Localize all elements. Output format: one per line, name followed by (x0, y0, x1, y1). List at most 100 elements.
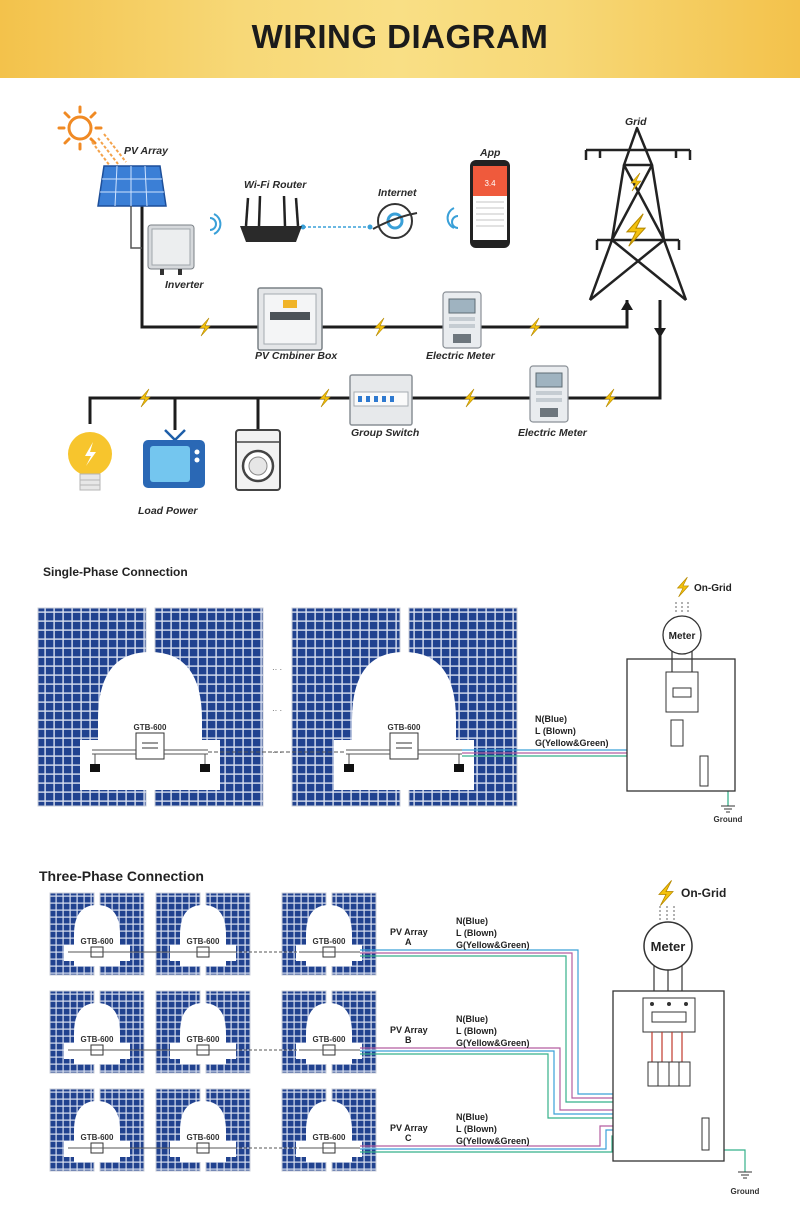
pv-array-b-wire-n: N(Blue) (456, 1014, 488, 1024)
ground-label: Ground (731, 1187, 760, 1196)
combiner-box-icon (257, 287, 323, 351)
ground-label: Ground (714, 815, 743, 824)
page-title: WIRING DIAGRAM (251, 18, 549, 55)
three-phase-section: Three-Phase Connection GTB- (39, 868, 760, 1196)
pv-array-a-wire-l: L (Blown) (456, 928, 497, 938)
distribution-box-icon (626, 658, 736, 792)
bolt-icon (319, 388, 331, 408)
ground-icon (721, 805, 735, 813)
electric-meter-icon (529, 365, 569, 423)
meter-icon: Meter (662, 615, 702, 672)
single-phase-title: Single-Phase Connection (43, 565, 188, 579)
single-phase-section: Single-Phase Connection GTB-600 (37, 565, 743, 824)
pv-array-a-wire-n: N(Blue) (456, 916, 488, 926)
pv-array-c-letter: C (405, 1133, 412, 1143)
micro-inverter-model: GTB-600 (81, 1133, 114, 1142)
washing-machine-icon (235, 429, 281, 491)
pv-array-c-labels: PV Array C N(Blue) L (Blown) G(Yellow&Gr… (390, 1112, 530, 1146)
on-grid-label: On-Grid (681, 886, 726, 900)
on-grid-label: On-Grid (694, 583, 732, 594)
electric-meter-bottom-label: Electric Meter (518, 427, 588, 439)
wire-l-label: L (Blown) (535, 726, 576, 736)
transmission-tower-icon (584, 126, 692, 301)
group-switch-label: Group Switch (351, 427, 419, 439)
wifi-signal-icon (446, 207, 459, 229)
solar-array-row-c (49, 1088, 377, 1172)
bolt-icon (199, 317, 211, 337)
distribution-box-icon (612, 990, 725, 1162)
pv-array-a-name: PV Array (390, 927, 428, 937)
micro-inverter-model: GTB-600 (134, 723, 167, 732)
pv-array-a-wire-g: G(Yellow&Green) (456, 940, 530, 950)
overview-section: PV Array Inverter Wi-Fi Router (57, 105, 692, 517)
router-icon (240, 195, 302, 242)
pv-array-b-name: PV Array (390, 1025, 428, 1035)
pv-array-c-wire-l: L (Blown) (456, 1124, 497, 1134)
pv-array-c-wire-n: N(Blue) (456, 1112, 488, 1122)
grid-label: Grid (625, 116, 647, 128)
pv-array-b-letter: B (405, 1035, 412, 1045)
three-phase-title: Three-Phase Connection (39, 868, 204, 884)
pv-array-b-labels: PV Array B N(Blue) L (Blown) G(Yellow&Gr… (390, 1014, 530, 1048)
smartphone-icon (470, 160, 510, 248)
combiner-box-label: PV Cmbiner Box (255, 350, 338, 362)
meter-label: Meter (669, 631, 696, 642)
bolt-icon (677, 576, 689, 598)
pv-array-label: PV Array (124, 145, 169, 157)
bolt-icon (464, 388, 476, 408)
pv-array-b-wire-g: G(Yellow&Green) (456, 1038, 530, 1048)
micro-inverter-model: GTB-600 (187, 1133, 220, 1142)
pv-array-a-letter: A (405, 937, 412, 947)
svg-text:·· ·: ·· · (272, 706, 282, 715)
bolt-icon (139, 388, 151, 408)
pv-array-a-labels: PV Array A N(Blue) L (Blown) G(Yellow&Gr… (390, 916, 530, 950)
sun-icon (57, 105, 103, 151)
wire-n-label: N(Blue) (535, 714, 567, 724)
solar-panel-pair-1 (37, 607, 264, 807)
solar-panel-pair-2 (291, 607, 518, 807)
wifi-router-label: Wi-Fi Router (244, 179, 307, 191)
app-reading: 3.4 (484, 179, 496, 188)
app-label: App (479, 147, 501, 159)
micro-inverter-model: GTB-600 (81, 1035, 114, 1044)
internet-globe-icon (372, 203, 418, 239)
svg-text:·· ·: ·· · (272, 748, 282, 757)
bolt-icon (604, 388, 616, 408)
solar-array-row-a (49, 892, 377, 976)
bolt-icon (374, 317, 386, 337)
bolt-icon (529, 317, 541, 337)
wifi-signal-icon (209, 213, 222, 235)
micro-inverter-model: GTB-600 (388, 723, 421, 732)
micro-inverter-model: GTB-600 (187, 1035, 220, 1044)
micro-inverter-model: GTB-600 (81, 937, 114, 946)
inverter-icon (147, 224, 195, 275)
meter-icon: Meter (643, 921, 693, 991)
electric-meter-icon (442, 291, 482, 349)
bolt-icon (658, 879, 674, 907)
micro-inverter-icon (344, 732, 464, 772)
micro-inverter-model: GTB-600 (187, 937, 220, 946)
micro-inverter-model: GTB-600 (313, 1035, 346, 1044)
solar-panel-icon (97, 165, 167, 207)
inverter-label: Inverter (165, 279, 204, 291)
load-power-label: Load Power (138, 505, 198, 517)
wire-g-label: G(Yellow&Green) (535, 738, 609, 748)
header-banner: WIRING DIAGRAM (0, 0, 800, 78)
television-icon (143, 429, 205, 488)
light-bulb-icon (68, 432, 112, 491)
solar-array-row-b (49, 990, 377, 1074)
pv-array-b-wire-l: L (Blown) (456, 1026, 497, 1036)
micro-inverter-model: GTB-600 (313, 1133, 346, 1142)
electric-meter-top-label: Electric Meter (426, 350, 496, 362)
pv-array-c-wire-g: G(Yellow&Green) (456, 1136, 530, 1146)
internet-label: Internet (378, 187, 417, 199)
pv-array-c-name: PV Array (390, 1123, 428, 1133)
meter-label: Meter (651, 939, 686, 954)
bolt-icon (626, 213, 646, 247)
micro-inverter-icon (90, 732, 210, 772)
svg-text:·· ·: ·· · (272, 665, 282, 674)
micro-inverter-model: GTB-600 (313, 937, 346, 946)
group-switch-icon (349, 374, 413, 426)
ground-icon (738, 1171, 752, 1179)
